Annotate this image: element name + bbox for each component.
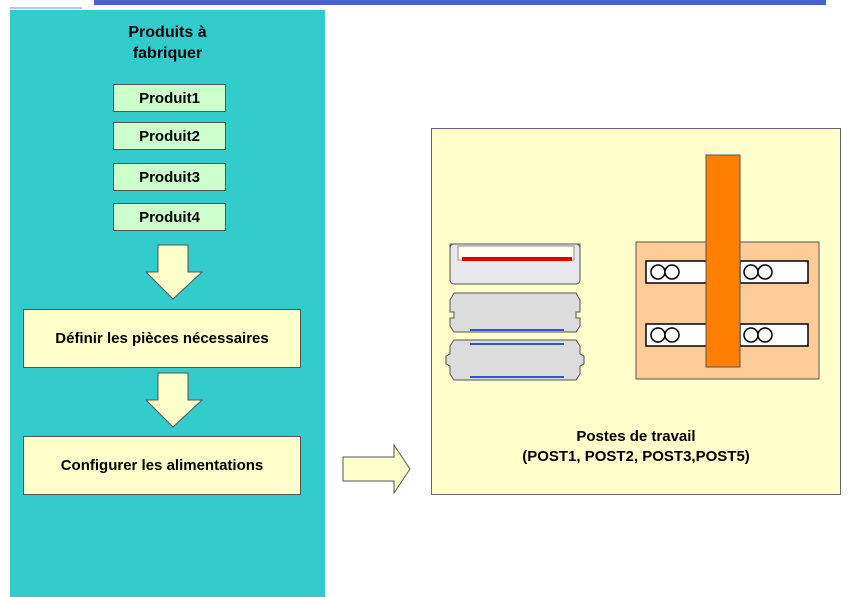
workstations-caption: Postes de travail (POST1, POST2, POST3,P…	[431, 427, 841, 467]
product-box-1: Produit1	[113, 84, 226, 112]
workstations-list: (POST1, POST2, POST3,POST5)	[522, 448, 750, 465]
product-box-3: Produit3	[113, 163, 226, 191]
down-arrow-icon	[144, 244, 204, 300]
tray-bottom	[445, 339, 585, 381]
right-arrow-icon	[342, 443, 411, 495]
products-title: Produits à fabriquer	[10, 22, 325, 64]
top-left-divider	[10, 7, 82, 9]
trays-illustration	[445, 243, 585, 381]
product-box-2: Produit2	[113, 122, 226, 150]
tray-middle	[449, 292, 581, 333]
tray-top	[449, 243, 581, 285]
products-title-line1: Produits à	[128, 24, 207, 41]
products-title-line2: fabriquer	[132, 45, 203, 62]
down-arrow-icon	[144, 372, 204, 428]
product-box-4: Produit4	[113, 203, 226, 231]
configure-feeds-step: Configurer les alimentations	[23, 436, 301, 495]
machine-bar	[705, 154, 741, 368]
top-accent-bar	[94, 0, 826, 5]
machine-illustration	[635, 154, 820, 380]
workstations-title: Postes de travail	[576, 428, 696, 445]
define-parts-step: Définir les pièces nécessaires	[23, 309, 301, 368]
